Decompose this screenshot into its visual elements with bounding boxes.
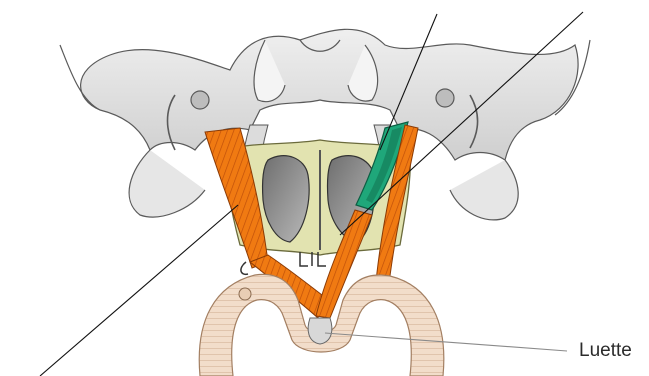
uvula — [308, 318, 332, 344]
uvula-leader-line — [325, 333, 567, 351]
arch-knot — [239, 288, 251, 300]
uvula-label: Luette — [579, 340, 632, 362]
